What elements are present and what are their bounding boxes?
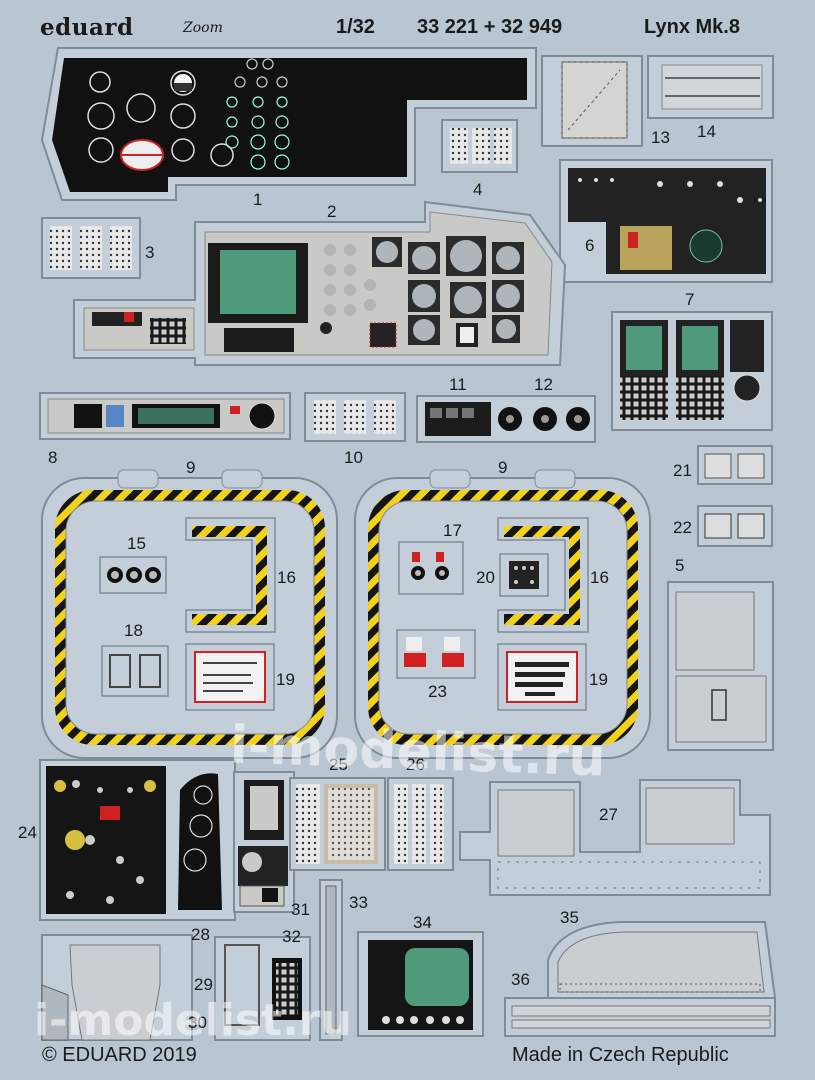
part-number-9-left: 9 [186, 458, 196, 477]
zoom-mark: Zoom [183, 20, 223, 36]
scale-label: 1/32 [336, 16, 375, 38]
part-number-19-left: 19 [276, 670, 295, 689]
part-number-13: 13 [651, 128, 670, 147]
part-27-floor-plate [459, 779, 771, 896]
part-number-5: 5 [675, 556, 685, 575]
part-number-14: 14 [697, 122, 716, 141]
part-34-display-unit [357, 931, 484, 1037]
part-1-instrument-panel [40, 47, 537, 201]
part-19-left-placard [185, 643, 275, 711]
part-21-bezels [697, 445, 773, 485]
part-number-10: 10 [344, 448, 363, 467]
part-15-knob-plate [99, 556, 167, 594]
copyright-text: © EDUARD 2019 [42, 1044, 197, 1066]
part-number-36: 36 [511, 970, 530, 989]
part-7-display-console [611, 311, 773, 431]
part-36-rail [504, 997, 776, 1037]
part-number-28: 28 [191, 925, 210, 944]
part-17-switch-plate [398, 541, 464, 595]
part-26-switch-bank [387, 777, 454, 871]
set-numbers: 33 221 + 32 949 [417, 16, 563, 38]
part-13-plate [541, 55, 643, 147]
part-number-27: 27 [599, 805, 618, 824]
part-35-canopy-panel [547, 921, 777, 999]
part-number-6: 6 [585, 236, 595, 255]
part-number-19-right: 19 [589, 670, 608, 689]
part-number-3: 3 [145, 243, 155, 262]
part-number-4: 4 [473, 180, 483, 199]
part-number-21: 21 [673, 461, 692, 480]
part-23-red-tabs [396, 629, 476, 679]
part-number-16-right: 16 [590, 568, 609, 587]
part-33-strip [319, 879, 343, 1041]
part-number-12: 12 [534, 375, 553, 394]
part-number-18: 18 [124, 621, 143, 640]
origin-text: Made in Czech Republic [512, 1044, 729, 1066]
part-number-35: 35 [560, 908, 579, 927]
part-number-34: 34 [413, 913, 432, 932]
part-16-left-hazard-bracket [185, 517, 276, 633]
part-number-32: 32 [282, 927, 301, 946]
part-number-16-left: 16 [277, 568, 296, 587]
part-number-23: 23 [428, 682, 447, 701]
part-31-center-console [233, 771, 295, 913]
brand-logo-text: eduard [40, 14, 134, 41]
part-number-20: 20 [476, 568, 495, 587]
part-16-right-hazard-bracket [497, 517, 589, 633]
model-name: Lynx Mk.8 [644, 16, 740, 38]
part-number-7: 7 [685, 290, 695, 309]
part-number-29: 29 [194, 975, 213, 994]
part-number-15: 15 [127, 534, 146, 553]
part-20-small-panel [499, 553, 549, 597]
part-number-25: 25 [329, 755, 348, 774]
part-number-1: 1 [253, 190, 263, 209]
part-6-overhead-console [559, 159, 773, 283]
part-28-29-30-lower-plate [41, 934, 193, 1041]
part-number-30: 30 [188, 1013, 207, 1032]
part-24-side-console [39, 759, 236, 921]
part-number-8: 8 [48, 448, 58, 467]
part-32-keypad-frame [214, 936, 311, 1041]
part-18-frames [101, 645, 169, 697]
part-number-33: 33 [349, 893, 368, 912]
part-11-panel [416, 395, 596, 443]
part-number-17: 17 [443, 521, 462, 540]
part-4-switch-strip [441, 119, 518, 173]
part-14-rails [647, 55, 774, 119]
part-number-24: 24 [18, 823, 37, 842]
part-19-right-placard [497, 643, 587, 711]
part-5-door-plate [667, 581, 774, 751]
part-number-31: 31 [291, 900, 310, 919]
part-2-main-panel [73, 200, 567, 366]
watermark-bottom: i-modelist.ru [34, 995, 352, 1046]
part-number-9-right: 9 [498, 458, 508, 477]
part-10-switch-strip [304, 392, 406, 442]
part-12-knobs [498, 407, 590, 431]
part-25-switch-bank [289, 777, 386, 871]
part-number-11: 11 [449, 375, 467, 394]
part-8-radio-panel [39, 392, 291, 440]
part-number-22: 22 [673, 518, 692, 537]
part-number-2: 2 [327, 202, 337, 221]
part-number-26: 26 [406, 755, 425, 774]
part-22-bezels [697, 505, 773, 547]
part-3-switch-strip [41, 217, 141, 279]
